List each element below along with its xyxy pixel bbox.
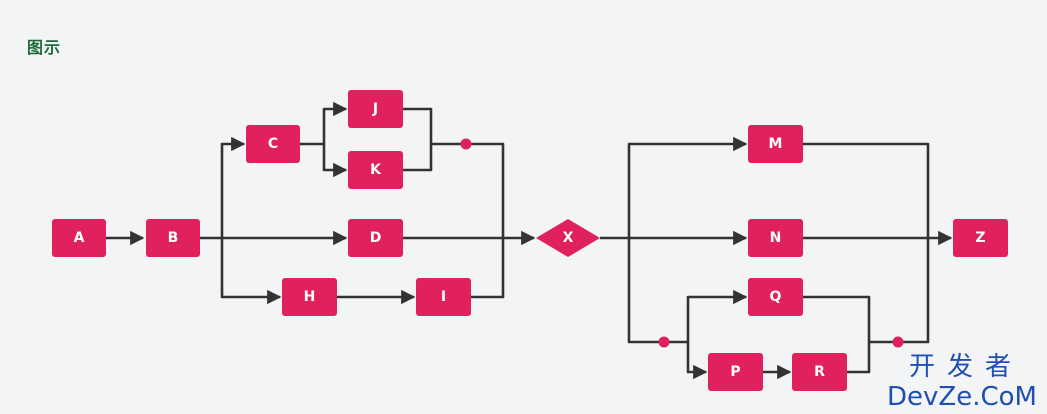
watermark-cn: 开发者 xyxy=(909,352,1024,382)
node-r-label: R xyxy=(814,364,825,380)
node-z[interactable]: Z xyxy=(953,219,1008,257)
node-b-label: B xyxy=(168,230,179,246)
watermark-en: DevZe.CoM xyxy=(887,382,1037,412)
edge-c-j xyxy=(322,101,348,144)
node-m[interactable]: M xyxy=(748,125,803,163)
edge-jk-x xyxy=(466,142,505,238)
node-b[interactable]: B xyxy=(146,219,200,257)
node-z-label: Z xyxy=(975,230,985,246)
node-p[interactable]: P xyxy=(708,353,763,391)
node-k[interactable]: K xyxy=(348,151,403,189)
watermark: 开发者 DevZe.CoM xyxy=(887,354,1037,410)
edge-qr-z xyxy=(869,238,930,344)
node-c-label: C xyxy=(268,136,278,152)
node-j[interactable]: J xyxy=(348,90,403,128)
edge-x-split xyxy=(627,238,688,344)
node-k-label: K xyxy=(370,162,382,178)
node-a-label: A xyxy=(74,230,85,246)
node-d[interactable]: D xyxy=(348,219,403,257)
edge-i-x xyxy=(471,238,505,299)
node-n[interactable]: N xyxy=(748,219,803,257)
edge-m-z xyxy=(803,142,930,238)
edge-j-join xyxy=(403,107,433,172)
node-x[interactable]: X xyxy=(536,219,600,257)
edge-split-p xyxy=(686,342,708,380)
node-a[interactable]: A xyxy=(52,219,106,257)
node-p-label: P xyxy=(730,364,740,380)
node-i-label: I xyxy=(441,289,446,305)
node-j-label: J xyxy=(372,101,378,117)
edges xyxy=(106,101,953,380)
edge-r-join xyxy=(847,342,871,374)
node-q-label: Q xyxy=(770,289,782,305)
node-d-label: D xyxy=(370,230,382,246)
node-x-label: X xyxy=(563,230,574,246)
node-n-label: N xyxy=(770,230,782,246)
edge-x-m xyxy=(627,136,748,238)
join-dot-qr xyxy=(892,336,904,348)
edge-q-join xyxy=(803,295,871,342)
edge-split-q xyxy=(686,289,748,342)
node-h[interactable]: H xyxy=(282,278,337,316)
join-dot-jk xyxy=(460,138,472,150)
node-r[interactable]: R xyxy=(792,353,847,391)
join-dot-split-qp xyxy=(658,336,670,348)
node-i[interactable]: I xyxy=(416,278,471,316)
node-c[interactable]: C xyxy=(246,125,300,163)
node-h-label: H xyxy=(304,289,316,305)
edge-c-k xyxy=(322,144,348,178)
edge-b-c xyxy=(220,136,246,238)
node-q[interactable]: Q xyxy=(748,278,803,316)
page-title: 图示 xyxy=(27,38,62,57)
join-dots xyxy=(460,138,904,348)
edge-b-h xyxy=(220,238,282,305)
node-m-label: M xyxy=(769,136,783,152)
